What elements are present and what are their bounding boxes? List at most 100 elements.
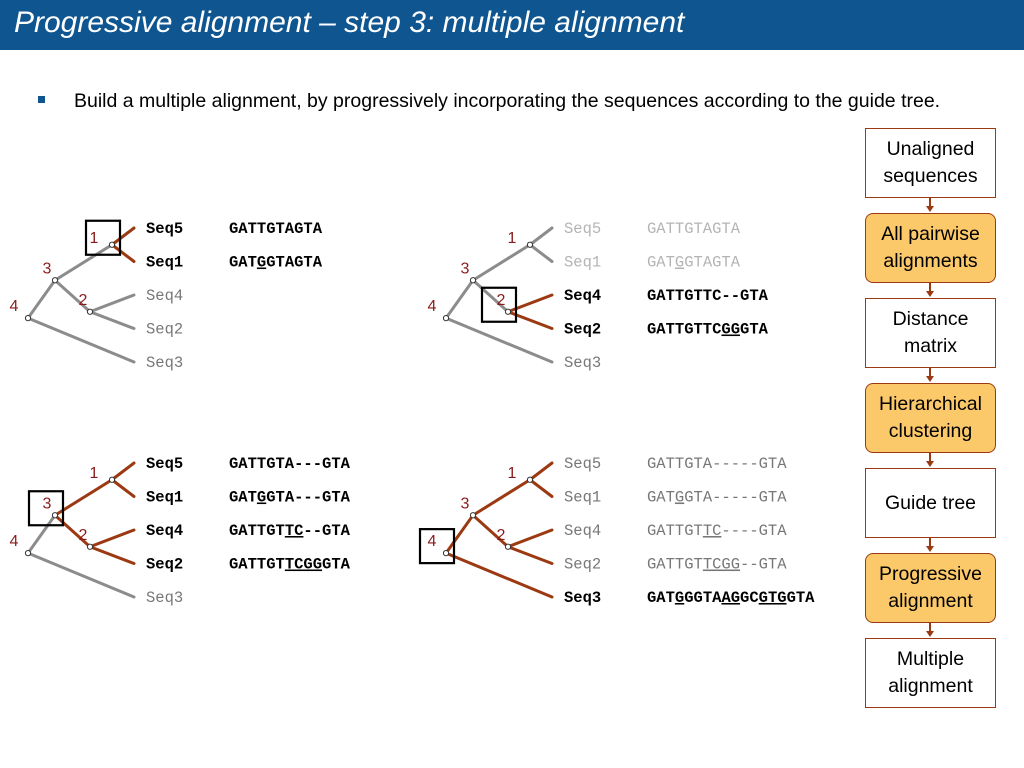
sequence-name: Seq2: [146, 556, 183, 574]
tree-node-4: [442, 315, 450, 322]
aligned-sequence: GATTGTTCGGGTA: [647, 321, 769, 339]
node-label: 4: [10, 298, 19, 315]
tree-edge-n2-s4: [88, 528, 136, 549]
flow-step-3: Distance matrix: [865, 298, 996, 368]
tree-edge-n2-s4: [88, 293, 136, 314]
flow-step-4: Hierarchical clustering: [865, 383, 996, 453]
tree-node-2: [504, 308, 512, 315]
sequence-name: Seq5: [564, 220, 601, 238]
tree-edge-n1-s1: [110, 243, 136, 263]
tree-edge-n4-n3: [26, 513, 57, 555]
sequence-name: Seq4: [146, 287, 183, 305]
sequence-name: Seq1: [564, 254, 601, 272]
tree-edge-n3-n2: [53, 278, 92, 314]
sequence-name: Seq2: [146, 321, 183, 339]
sequence-name: Seq4: [564, 522, 601, 540]
node-label: 4: [10, 533, 19, 550]
tree-edge-n4-n3: [444, 278, 475, 320]
aligned-sequence: GATTGTTC--GTA: [647, 287, 769, 305]
sequence-name: Seq3: [146, 354, 183, 372]
tree-edge-n2-s2: [88, 310, 136, 330]
aligned-sequence: GATTGTAGTA: [229, 220, 323, 238]
node-label: 1: [90, 465, 99, 482]
flow-arrowhead: [926, 461, 934, 467]
tree-edge-n4-n3: [444, 513, 475, 555]
node-label: 1: [90, 230, 99, 247]
aligned-sequence: GATTGTA-----GTA: [647, 455, 787, 473]
active-node-box: [418, 528, 456, 565]
tree-edge-n1-s5: [528, 226, 554, 247]
flow-step-6: Progressive alignment: [865, 553, 996, 623]
tree-edge-n4-n3: [26, 278, 57, 320]
tree-node-1: [108, 476, 116, 483]
tree-edge-n1-s1: [528, 243, 554, 263]
node-label: 2: [497, 292, 506, 309]
tree-edge-n3-n1: [53, 243, 114, 282]
tree-node-2: [504, 543, 512, 550]
tree-node-1: [108, 241, 116, 248]
aligned-sequence: GATGGTAGTA: [229, 254, 323, 272]
tree-edge-n1-s1: [110, 478, 136, 498]
aligned-sequence: GATGGGTAAGGCGTGGTA: [647, 589, 815, 607]
tree-node-1: [526, 241, 534, 248]
sequence-name: Seq5: [146, 220, 183, 238]
tree-edge-n1-s5: [110, 461, 136, 482]
tree-edge-n2-s2: [506, 545, 554, 565]
sequence-name: Seq1: [146, 254, 183, 272]
flow-arrow: [929, 538, 931, 547]
flow-step-1: Unaligned sequences: [865, 128, 996, 198]
node-label: 2: [497, 527, 506, 544]
tree-edge-n4-s3: [444, 551, 554, 599]
bullet-text: Build a multiple alignment, by progressi…: [74, 90, 941, 112]
tree-edge-n3-n2: [471, 278, 510, 314]
tree-node-3: [51, 277, 59, 284]
aligned-sequence: GATGGTA-----GTA: [647, 489, 787, 507]
active-node-box: [27, 490, 65, 527]
sequence-name: Seq2: [564, 321, 601, 339]
flow-arrow: [929, 368, 931, 377]
flow-arrow: [929, 453, 931, 462]
tree-edge-n1-s5: [528, 461, 554, 482]
tree-edge-n3-n2: [53, 513, 92, 549]
tree-edge-n3-n1: [471, 243, 532, 282]
aligned-sequence: GATGGTAGTA: [647, 254, 741, 272]
aligned-sequence: GATTGTTCGGGTA: [229, 556, 351, 574]
tree-edge-n2-s4: [506, 293, 554, 314]
tree-node-4: [24, 550, 32, 557]
sequence-name: Seq1: [146, 489, 183, 507]
tree-node-3: [469, 277, 477, 284]
sequence-name: Seq3: [146, 589, 183, 607]
aligned-sequence: GATTGTTCGG--GTA: [647, 556, 787, 574]
node-label: 3: [43, 495, 52, 512]
aligned-sequence: GATTGTA---GTA: [229, 455, 351, 473]
node-label: 1: [508, 465, 517, 482]
sequence-name: Seq1: [564, 489, 601, 507]
tree-node-4: [24, 315, 32, 322]
flow-arrowhead: [926, 631, 934, 637]
node-label: 4: [428, 533, 437, 550]
active-node-box: [480, 286, 518, 323]
tree-edge-n4-s3: [26, 316, 136, 364]
flow-step-7: Multiple alignment: [865, 638, 996, 708]
node-label: 2: [79, 527, 88, 544]
tree-node-1: [526, 476, 534, 483]
tree-edge-n3-n1: [53, 478, 114, 517]
tree-node-3: [51, 512, 59, 519]
node-label: 4: [428, 298, 437, 315]
aligned-sequence: GATTGTTC----GTA: [647, 522, 787, 540]
node-label: 2: [79, 292, 88, 309]
tree-node-3: [469, 512, 477, 519]
flow-step-2: All pairwise alignments: [865, 213, 996, 283]
aligned-sequence: GATTGTTC--GTA: [229, 522, 351, 540]
tree-edge-n4-s3: [444, 316, 554, 364]
sequence-name: Seq4: [564, 287, 601, 305]
flow-arrow: [929, 623, 931, 632]
bullet-marker: [38, 96, 45, 103]
flow-arrow: [929, 198, 931, 207]
tree-edge-n1-s1: [528, 478, 554, 498]
active-node-box: [84, 219, 122, 256]
tree-edge-n1-s5: [110, 226, 136, 247]
tree-edge-n2-s4: [506, 528, 554, 549]
flow-arrow: [929, 283, 931, 292]
